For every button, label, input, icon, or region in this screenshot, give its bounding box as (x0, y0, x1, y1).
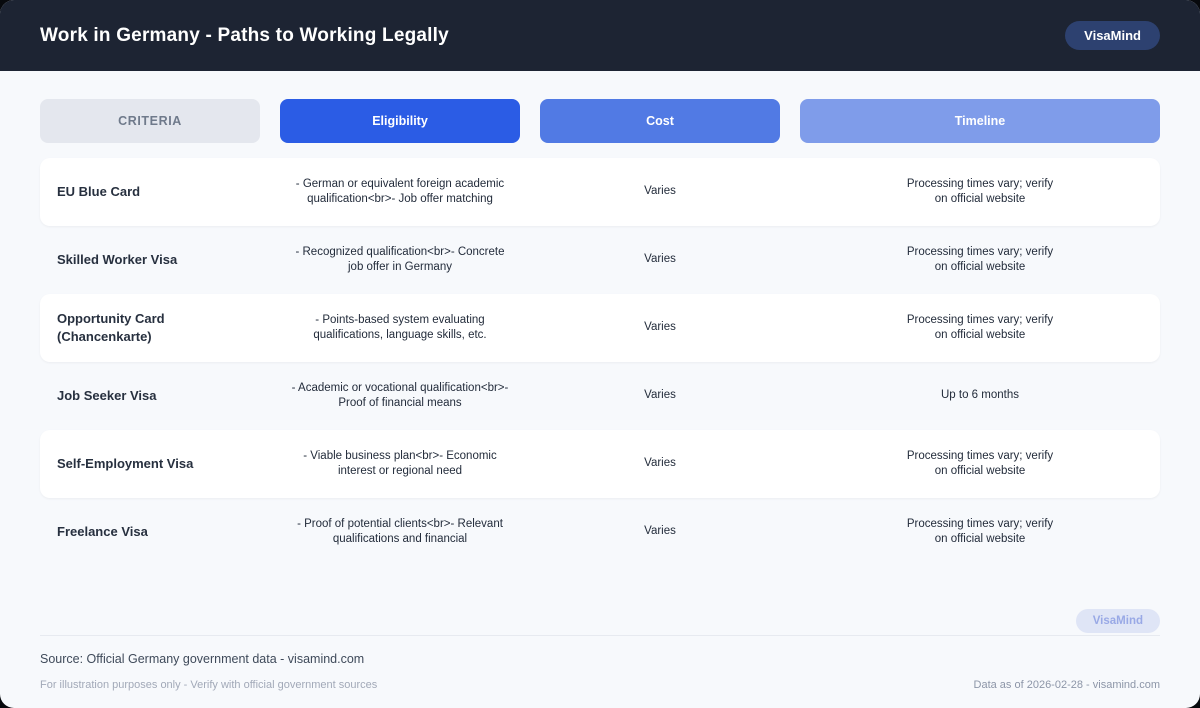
column-header-eligibility[interactable]: Eligibility (280, 99, 520, 143)
column-header-cost[interactable]: Cost (540, 99, 780, 143)
cost-cell: Varies (644, 457, 676, 470)
footer-row: For illustration purposes only - Verify … (40, 679, 1160, 691)
source-text: Source: Official Germany government data… (40, 652, 365, 666)
cost-cell: Varies (644, 389, 676, 402)
timeline-cell: Processing times vary; verify on officia… (906, 517, 1054, 545)
main-content: CRITERIA Eligibility Cost Timeline EU Bl… (0, 71, 1200, 691)
watermark-badge: VisaMind (1075, 609, 1160, 633)
criteria-cell: EU Blue Card (57, 183, 141, 199)
eligibility-cell: - Recognized qualification<br>- Concrete… (295, 245, 505, 273)
criteria-cell: Skilled Worker Visa (57, 251, 178, 267)
cost-cell: Varies (644, 253, 676, 266)
timeline-cell: Processing times vary; verify on officia… (906, 245, 1054, 273)
page-title: Work in Germany - Paths to Working Legal… (40, 24, 449, 46)
cost-cell: Varies (644, 321, 676, 334)
header-bar: Work in Germany - Paths to Working Legal… (0, 0, 1200, 71)
eligibility-cell: - Academic or vocational qualification<b… (291, 381, 509, 409)
column-header-criteria[interactable]: CRITERIA (40, 99, 260, 143)
table-row: Skilled Worker Visa - Recognized qualifi… (40, 226, 1160, 294)
timeline-cell: Processing times vary; verify on officia… (906, 313, 1054, 341)
eligibility-cell: - Proof of potential clients<br>- Releva… (297, 517, 503, 545)
brand-badge[interactable]: VisaMind (1065, 21, 1160, 50)
column-header-row: CRITERIA Eligibility Cost Timeline (40, 99, 1160, 143)
timeline-cell: Processing times vary; verify on officia… (906, 449, 1054, 477)
table-body: EU Blue Card - German or equivalent fore… (40, 158, 1160, 566)
column-header-timeline[interactable]: Timeline (800, 99, 1160, 143)
criteria-cell: Freelance Visa (57, 523, 148, 539)
cost-cell: Varies (644, 525, 676, 538)
table-row: EU Blue Card - German or equivalent fore… (40, 158, 1160, 226)
table-row: Freelance Visa - Proof of potential clie… (40, 498, 1160, 566)
criteria-cell: Self-Employment Visa (57, 455, 194, 471)
eligibility-cell: - German or equivalent foreign academic … (295, 177, 505, 205)
eligibility-cell: - Viable business plan<br>- Economic int… (303, 449, 497, 477)
data-as-of-text: Data as of 2026-02-28 - visamind.com (973, 679, 1160, 691)
timeline-cell: Up to 6 months (941, 389, 1019, 402)
timeline-cell: Processing times vary; verify on officia… (906, 177, 1054, 205)
criteria-cell: Job Seeker Visa (57, 387, 157, 403)
eligibility-cell: - Points-based system evaluating qualifi… (313, 313, 487, 341)
table-row: Opportunity Card (Chancenkarte) - Points… (40, 294, 1160, 362)
disclaimer-text: For illustration purposes only - Verify … (40, 679, 378, 691)
table-row: Self-Employment Visa - Viable business p… (40, 430, 1160, 498)
criteria-cell: Opportunity Card (Chancenkarte) (57, 310, 165, 344)
cost-cell: Varies (644, 185, 676, 198)
table-row: Job Seeker Visa - Academic or vocational… (40, 362, 1160, 430)
watermark-row: VisaMind (40, 609, 1160, 633)
footer-divider (40, 635, 1160, 636)
